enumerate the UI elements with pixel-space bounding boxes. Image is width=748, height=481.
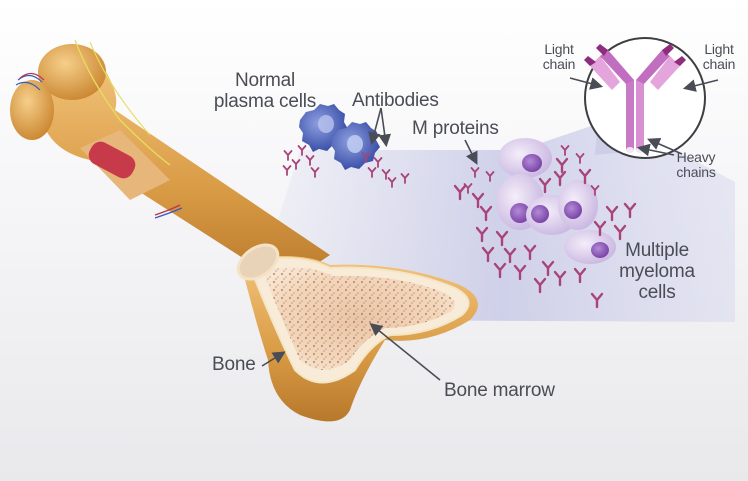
- label-bone-marrow: Bone marrow: [444, 380, 555, 401]
- label-light-chain-left: Light chain: [534, 42, 584, 72]
- label-antibodies: Antibodies: [352, 90, 439, 111]
- label-light-chain-right: Light chain: [694, 42, 744, 72]
- plasma-cells: [299, 104, 380, 170]
- label-line: chain: [702, 56, 736, 72]
- label-arrows: [261, 77, 719, 381]
- femoral-head: [38, 44, 106, 100]
- label-line: cells: [638, 282, 676, 303]
- label-line: chain: [542, 56, 576, 72]
- label-m-proteins: M proteins: [412, 118, 499, 139]
- label-line: Heavy: [676, 149, 716, 165]
- label-line: chains: [676, 164, 716, 180]
- antibody-structure: [584, 44, 686, 153]
- label-multiple-myeloma-cells: Multiple myeloma cells: [612, 240, 702, 303]
- label-bone: Bone: [212, 354, 256, 375]
- label-line: Normal: [234, 70, 296, 91]
- label-normal-plasma-cells: Normal plasma cells: [210, 70, 320, 112]
- label-line: Multiple: [625, 240, 689, 261]
- label-heavy-chains: Heavy chains: [668, 150, 724, 180]
- myeloma-cells: [496, 138, 616, 264]
- bone-shaft: [37, 53, 330, 285]
- label-line: Light: [704, 41, 734, 57]
- label-line: myeloma: [619, 261, 695, 282]
- label-line: plasma cells: [213, 91, 317, 112]
- label-line: Light: [544, 41, 574, 57]
